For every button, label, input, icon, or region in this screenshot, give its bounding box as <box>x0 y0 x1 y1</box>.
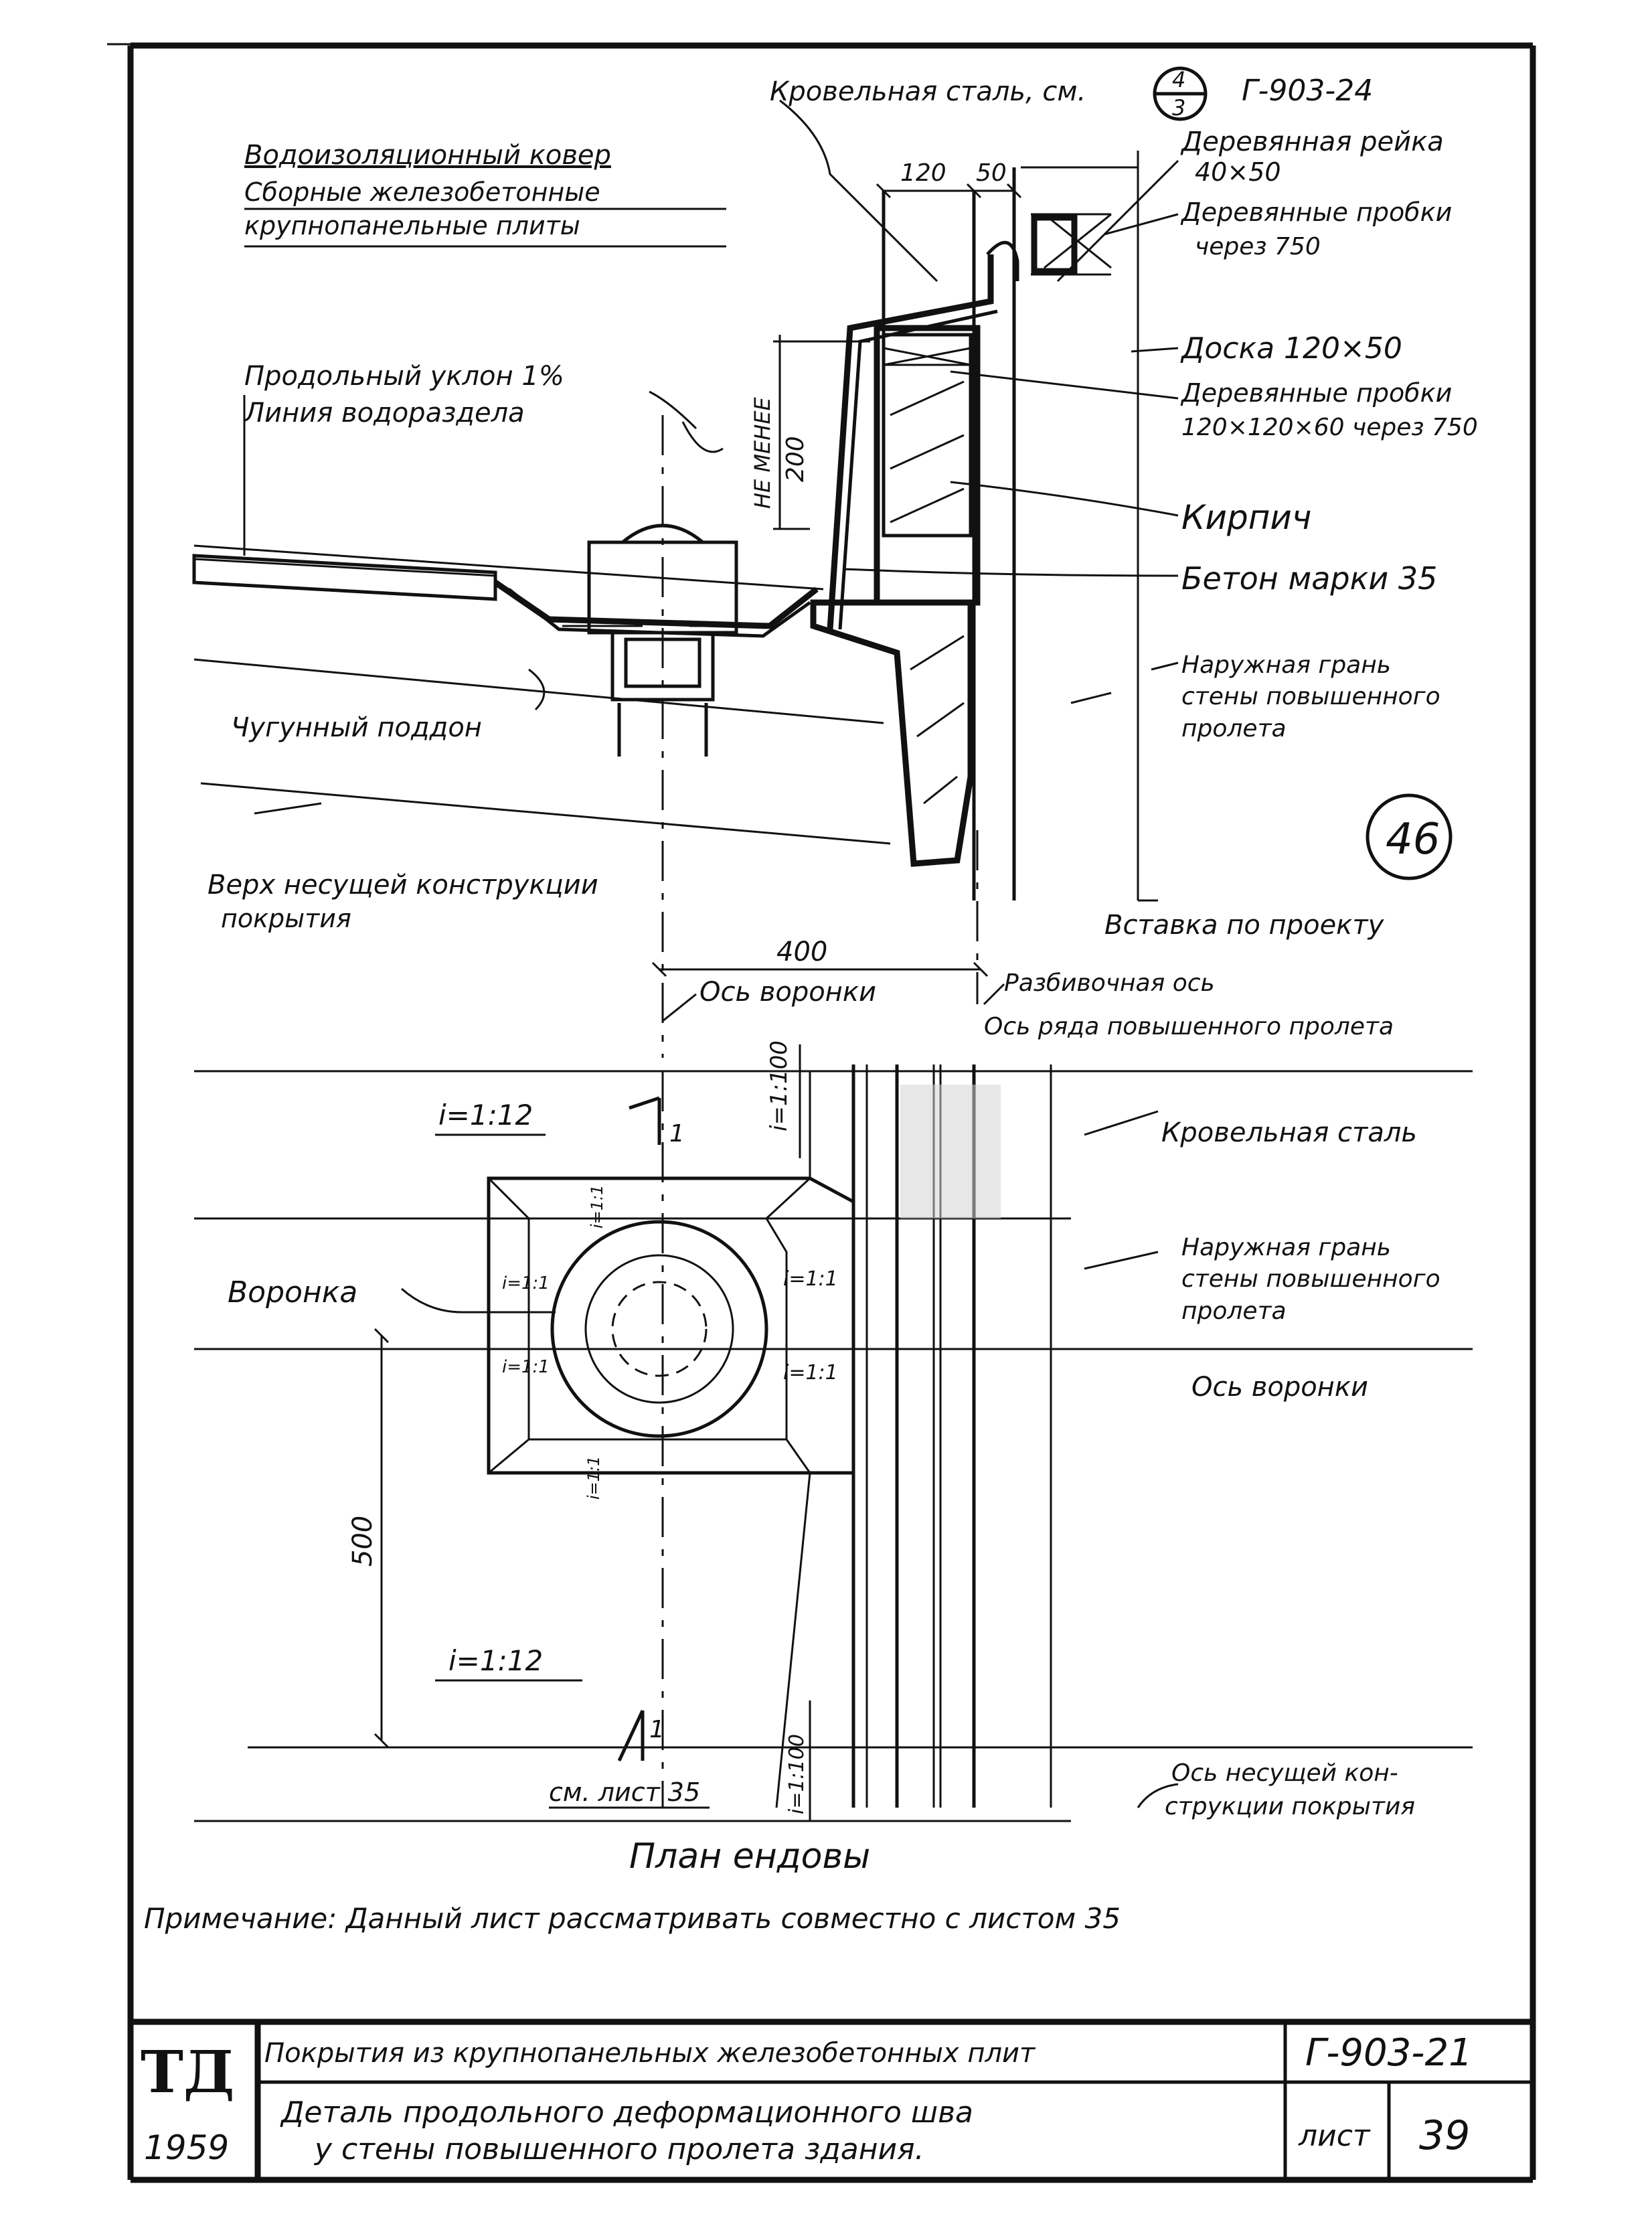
slope-1-1-d: i=1:1 <box>783 1267 838 1291</box>
dim-500: 500 <box>347 1516 378 1567</box>
outer-face-label-3: пролета <box>1181 715 1287 742</box>
board-label: Доска 120×50 <box>1180 331 1402 366</box>
slope-label: Продольный уклон 1% <box>244 361 564 392</box>
slope-1-1-b: i=1:1 <box>502 1273 550 1293</box>
tie-label: Вставка по проекту <box>1104 910 1385 941</box>
slope-100-bottom: i=1:100 <box>785 1734 809 1814</box>
year: 1959 <box>144 2128 229 2167</box>
struct-axis-label-1: Ось несущей кон- <box>1171 1759 1398 1787</box>
funnel-label: Воронка <box>228 1275 357 1310</box>
see-sheet-label: см. лист 35 <box>549 1777 700 1807</box>
section-labels: Кровельная сталь, см. 4 3 Г-903-24 Водои… <box>208 66 1478 941</box>
wood-plugs-label-2: через 750 <box>1195 233 1321 260</box>
outer-face-plan-2: стены повышенного <box>1181 1265 1440 1293</box>
top-structure-label-2: покрытия <box>221 904 351 933</box>
wood-strip-label-1: Деревянная рейка <box>1180 127 1444 157</box>
detail-title-2: у стены повышенного пролета здания. <box>313 2132 924 2166</box>
outer-face-label-2: стены повышенного <box>1181 683 1440 710</box>
section-view <box>192 99 1453 1058</box>
logo-td: ТД <box>141 2039 234 2106</box>
reference-circle-top: 4 <box>1172 67 1185 92</box>
note: Примечание: Данный лист рассматривать со… <box>144 1902 1121 1935</box>
slope-1-1-c: i=1:1 <box>502 1357 550 1377</box>
min-label: НЕ МЕНЕЕ <box>750 396 775 509</box>
plan-title: План ендовы <box>629 1836 870 1877</box>
wood-plugs-label-1: Деревянные пробки <box>1180 197 1452 227</box>
top-structure-label-1: Верх несущей конструкции <box>208 870 598 900</box>
series-title: Покрытия из крупнопанельных железобетонн… <box>264 2038 1036 2069</box>
row-axis-label: Ось ряда повышенного пролета <box>984 1013 1394 1040</box>
slope-1-1-f: i=1:1 <box>584 1456 603 1500</box>
outer-face-plan-3: пролета <box>1181 1297 1287 1325</box>
sheet-frame <box>107 42 1536 2183</box>
dim-50: 50 <box>976 159 1007 187</box>
cast-tray-label: Чугунный поддон <box>231 712 482 743</box>
detail-title-1: Деталь продольного деформационного шва <box>280 2096 973 2130</box>
wood-plugs2-label-1: Деревянные пробки <box>1180 378 1452 408</box>
roof-steel-plan-label: Кровельная сталь <box>1161 1117 1417 1148</box>
panels-label-2: крупнопанельные плиты <box>244 211 580 240</box>
wall-shading <box>900 1085 1001 1218</box>
wood-strip-label-2: 40×50 <box>1195 157 1281 187</box>
dim-120: 120 <box>900 159 946 187</box>
panels-label-1: Сборные железобетонные <box>244 177 600 207</box>
outer-face-plan-1: Наружная грань <box>1181 1234 1391 1261</box>
title-block <box>131 2019 1533 2180</box>
brick-label: Кирпич <box>1181 498 1311 537</box>
dim-400: 400 <box>776 937 827 967</box>
detail-number: 46 <box>1386 815 1440 864</box>
roof-steel-label: Кровельная сталь, см. <box>770 76 1086 107</box>
concrete-label: Бетон марки 35 <box>1181 560 1437 597</box>
wood-plugs2-label-2: 120×120×60 через 750 <box>1181 414 1478 441</box>
section-mark-top: 1 <box>669 1120 685 1148</box>
sheet-number: 39 <box>1419 2112 1470 2159</box>
slope-100-top: i=1:100 <box>766 1040 793 1131</box>
section-mark-bottom: 1 <box>649 1716 665 1743</box>
waterproof-label: Водоизоляционный ковер <box>244 140 611 171</box>
layout-axis-label: Разбивочная ось <box>1004 969 1215 997</box>
reference-sheet: Г-903-24 <box>1242 74 1373 108</box>
slope-1-1-e: i=1:1 <box>783 1361 838 1385</box>
watershed-label: Линия водораздела <box>243 398 525 428</box>
reference-circle-bottom: 3 <box>1172 95 1185 121</box>
funnel-axis-label: Ось воронки <box>699 977 876 1008</box>
min-value: 200 <box>782 436 809 482</box>
funnel-axis-label-2: Ось воронки <box>1191 1372 1368 1403</box>
slope-12-top: i=1:12 <box>438 1099 533 1131</box>
plan-view <box>194 961 1473 1822</box>
struct-axis-label-2: струкции покрытия <box>1165 1793 1415 1820</box>
sheet-label: лист <box>1298 2119 1371 2153</box>
plan-labels: 400 Ось воронки Разбивочная ось Ось ряда… <box>228 937 1440 1820</box>
slope-1-1-a: i=1:1 <box>588 1185 606 1229</box>
project-code: Г-903-21 <box>1305 2031 1473 2075</box>
slope-12-bottom: i=1:12 <box>448 1644 543 1677</box>
outer-face-label-1: Наружная грань <box>1181 651 1391 679</box>
